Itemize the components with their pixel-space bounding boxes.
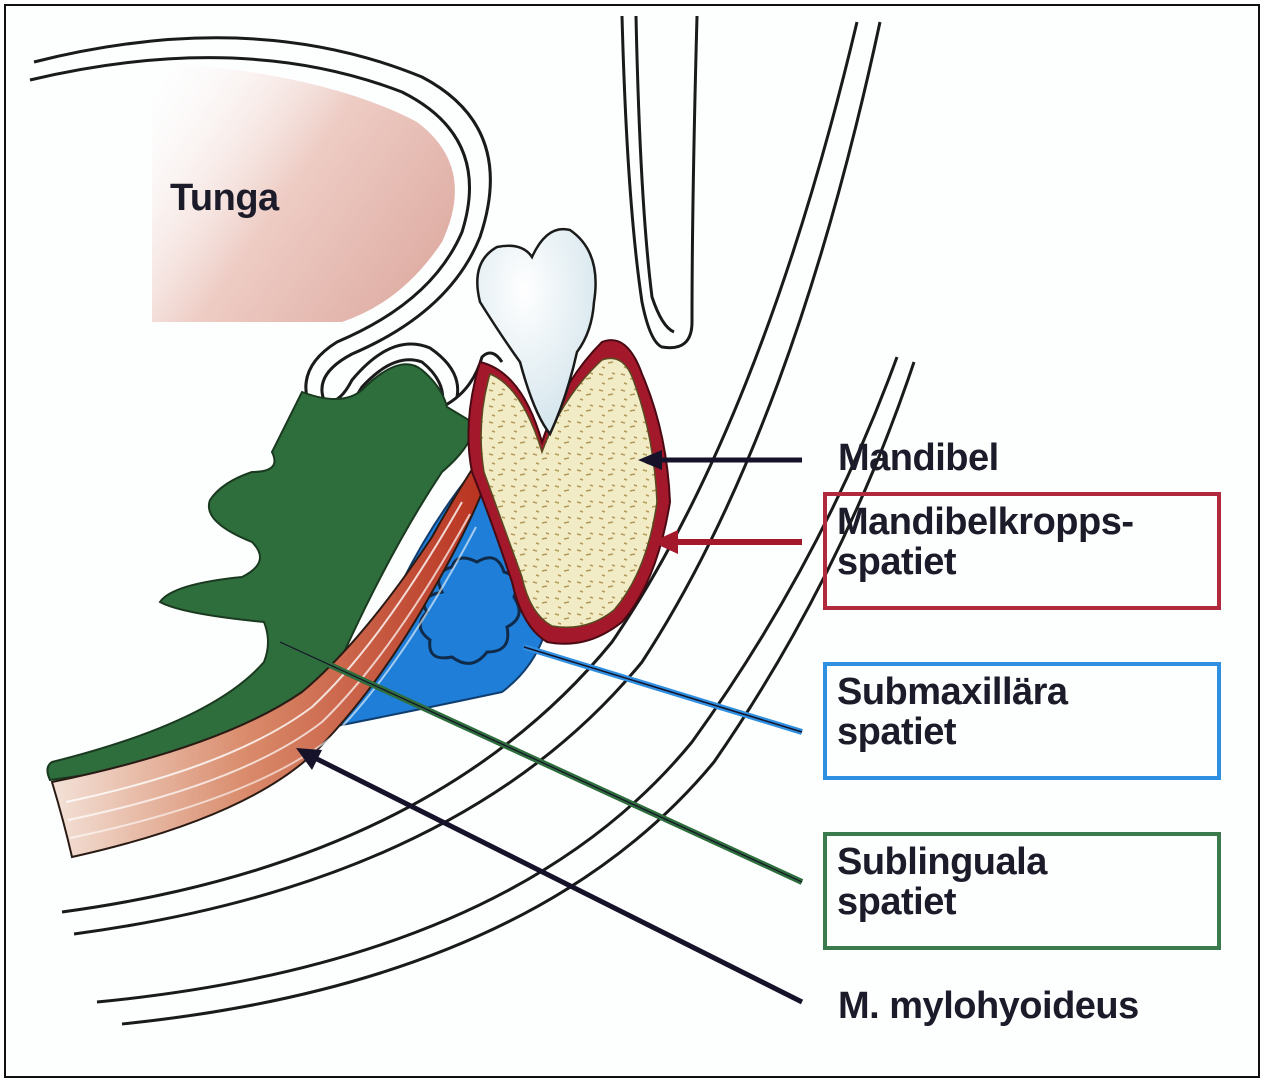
mandible-label: Mandibel	[838, 438, 999, 478]
submaxillary-space-label-line2: spatiet	[837, 712, 1207, 752]
sublingual-space-box: Sublinguala spatiet	[823, 832, 1221, 950]
mandible-body-space-label-line1: Mandibelkropps-	[837, 502, 1207, 542]
submaxillary-space-box: Submaxillära spatiet	[823, 662, 1221, 780]
diagram-frame: Tunga Mandibel Mandibelkropps- spatiet S…	[4, 4, 1260, 1078]
mylohyoid-label: M. mylohyoideus	[838, 986, 1139, 1026]
mandible-body-space-box: Mandibelkropps- spatiet	[823, 492, 1221, 610]
tongue-label: Tunga	[170, 178, 279, 218]
submaxillary-space-label-line1: Submaxillära	[837, 672, 1207, 712]
cheek-line-1	[622, 16, 697, 348]
sublingual-space-label-line2: spatiet	[837, 882, 1207, 922]
mandible-body-space-label-line2: spatiet	[837, 542, 1207, 582]
mylohyoid-pointer	[307, 754, 802, 1002]
cheek-line-2	[636, 16, 674, 332]
sublingual-space-label-line1: Sublinguala	[837, 842, 1207, 882]
